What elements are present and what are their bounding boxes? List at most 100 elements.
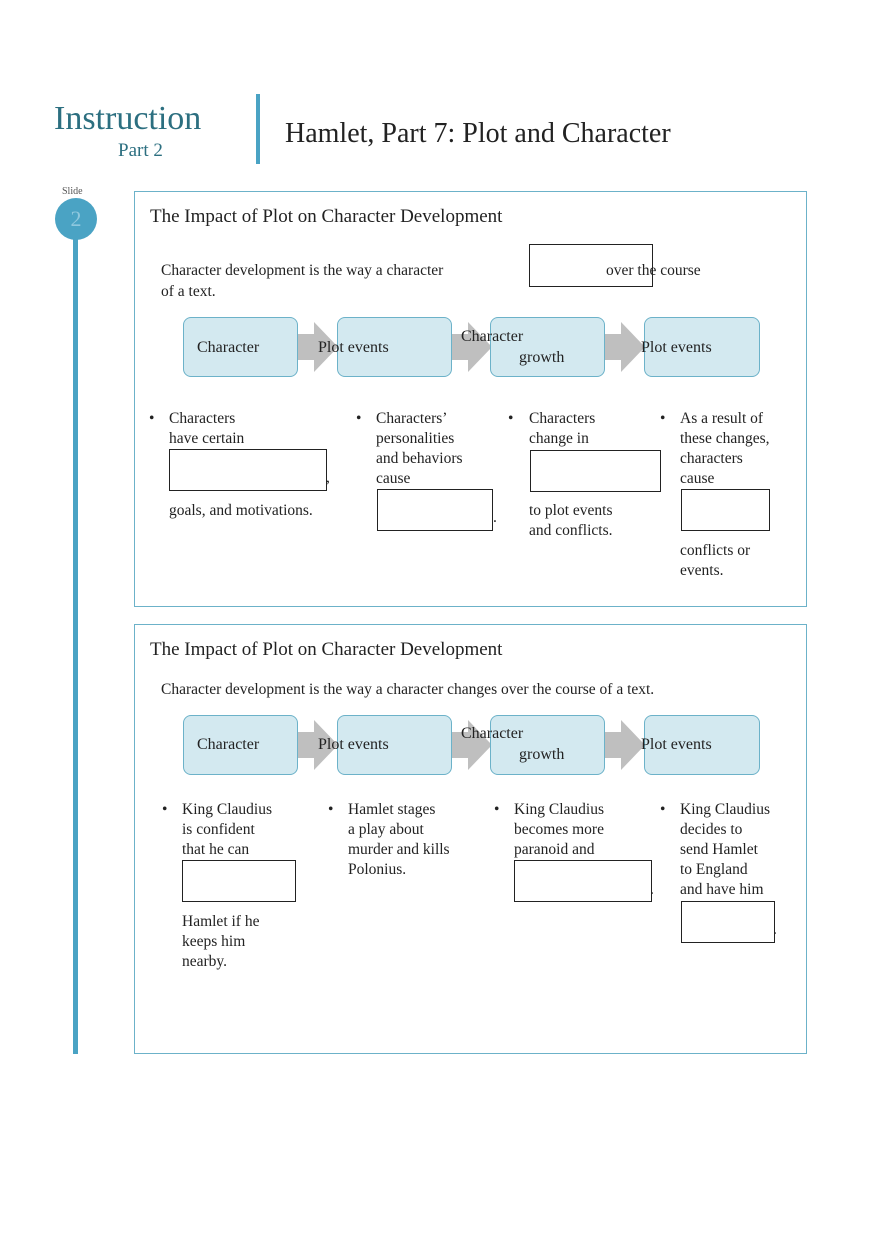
flow-box-character-growth xyxy=(490,715,605,775)
flow-arrow-icon xyxy=(450,334,470,360)
bullet: • xyxy=(356,410,362,427)
bullet: • xyxy=(508,410,514,427)
panel1-title: The Impact of Plot on Character Developm… xyxy=(150,206,503,227)
panel-answer-key xyxy=(134,624,807,1054)
list-item: paranoid and xyxy=(514,841,595,858)
list-item: King Claudius xyxy=(680,801,770,818)
slide-number-badge: 2 xyxy=(55,198,97,240)
flow-box-plot-events xyxy=(337,317,452,377)
flow-label: Character xyxy=(197,339,260,356)
list-item: and behaviors xyxy=(376,450,463,467)
list-item: Hamlet if he xyxy=(182,913,260,930)
blank-answer-box[interactable] xyxy=(514,860,652,902)
flow-label: Character xyxy=(461,725,524,742)
flow-box-character xyxy=(183,715,298,775)
panel2-intro: Character development is the way a chara… xyxy=(161,681,655,698)
flow-box-character xyxy=(183,317,298,377)
flow-label: Plot events xyxy=(318,339,389,356)
panel1-intro-part1: Character development is the way a chara… xyxy=(161,262,444,279)
slide-timeline xyxy=(73,236,78,1054)
blank-answer-box[interactable] xyxy=(182,860,296,902)
flow-arrow-icon xyxy=(468,720,492,770)
flow-label: growth xyxy=(519,746,565,763)
flow-arrow-icon xyxy=(314,322,338,372)
list-item: that he can xyxy=(182,841,250,858)
bullet: • xyxy=(660,410,666,427)
flow-arrow-icon xyxy=(450,732,470,758)
blank-answer-box[interactable] xyxy=(530,450,661,492)
panel1-intro-part2: over the course xyxy=(606,262,701,279)
list-item: decides to xyxy=(680,821,743,838)
list-item: cause xyxy=(376,470,411,487)
list-item: cause xyxy=(680,470,715,487)
list-item: characters xyxy=(680,450,743,467)
flow-arrow-icon xyxy=(621,322,645,372)
list-item: and have him xyxy=(680,881,764,898)
list-item: Characters’ xyxy=(376,410,448,427)
list-item: Characters xyxy=(169,410,236,427)
flow-arrow-icon xyxy=(314,720,338,770)
panel2-title: The Impact of Plot on Character Developm… xyxy=(150,639,503,660)
list-item: send Hamlet xyxy=(680,841,758,858)
list-item: personalities xyxy=(376,430,455,447)
flow-box-plot-events xyxy=(337,715,452,775)
header-divider xyxy=(256,94,260,164)
bullet: • xyxy=(494,801,500,818)
bullet: • xyxy=(162,801,168,818)
list-item: becomes more xyxy=(514,821,604,838)
list-item: and conflicts. xyxy=(529,522,613,539)
flow-label: Plot events xyxy=(318,736,389,753)
flow-arrow-icon xyxy=(296,334,316,360)
section-part: Part 2 xyxy=(118,140,163,161)
flow-label: Plot events xyxy=(641,736,712,753)
flow-label: growth xyxy=(519,349,565,366)
blank-answer-box[interactable] xyxy=(529,244,653,287)
blank-answer-box[interactable] xyxy=(169,449,327,491)
panel-worksheet xyxy=(134,191,807,607)
blank-answer-box[interactable] xyxy=(681,901,775,943)
flow-arrow-icon xyxy=(603,334,623,360)
list-item: Polonius. xyxy=(348,861,407,878)
punctuation: . xyxy=(650,881,654,898)
flow-arrow-icon xyxy=(603,732,623,758)
flow-label: Character xyxy=(197,736,260,753)
list-item: is confident xyxy=(182,821,255,838)
list-item: King Claudius xyxy=(514,801,604,818)
blank-answer-box[interactable] xyxy=(681,489,770,531)
punctuation: . xyxy=(773,921,777,938)
list-item: have certain xyxy=(169,430,245,447)
blank-answer-box[interactable] xyxy=(377,489,493,531)
list-item: murder and kills xyxy=(348,841,450,858)
flow-label: Plot events xyxy=(641,339,712,356)
section-title: Instruction xyxy=(54,100,202,137)
page-title: Hamlet, Part 7: Plot and Character xyxy=(285,118,671,149)
flow-box-plot-events-2 xyxy=(644,317,760,377)
list-item: keeps him xyxy=(182,933,246,950)
bullet: • xyxy=(660,801,666,818)
flow-arrow-icon xyxy=(621,720,645,770)
flow-arrow-icon xyxy=(468,322,492,372)
panel1-intro-line2: of a text. xyxy=(161,283,216,300)
flow-arrow-icon xyxy=(296,732,316,758)
list-item: these changes, xyxy=(680,430,770,447)
list-item: King Claudius xyxy=(182,801,272,818)
list-item: Hamlet stages xyxy=(348,801,436,818)
list-item: to plot events xyxy=(529,502,613,519)
punctuation: . xyxy=(493,509,497,526)
punctuation: , xyxy=(326,469,330,486)
list-item: As a result of xyxy=(680,410,764,427)
flow-box-plot-events-2 xyxy=(644,715,760,775)
list-item: change in xyxy=(529,430,589,447)
slide-label: Slide xyxy=(62,186,83,197)
list-item: to England xyxy=(680,861,748,878)
list-item: conflicts or xyxy=(680,542,751,559)
bullet: • xyxy=(149,410,155,427)
list-item: Characters xyxy=(529,410,596,427)
list-item: goals, and motivations. xyxy=(169,502,313,519)
flow-label: Character xyxy=(461,328,524,345)
list-item: a play about xyxy=(348,821,424,838)
bullet: • xyxy=(328,801,334,818)
list-item: nearby. xyxy=(182,953,228,970)
flow-box-character-growth xyxy=(490,317,605,377)
list-item: events. xyxy=(680,562,724,579)
